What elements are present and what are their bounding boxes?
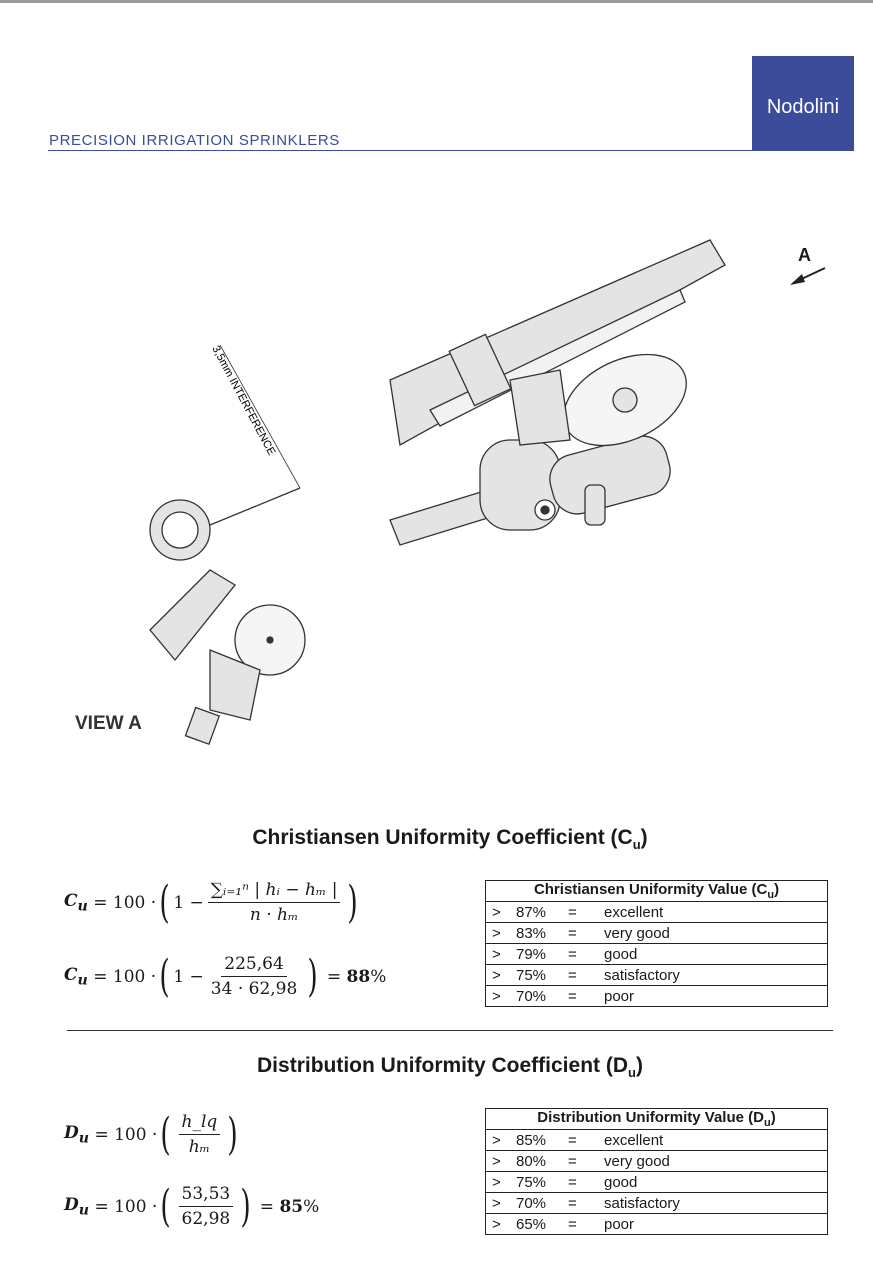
header-divider <box>48 150 752 151</box>
rating-cell: >70%=poor <box>485 985 828 1007</box>
rating-cell: >85%=excellent <box>485 1129 828 1151</box>
table-row: >87%=excellent <box>485 901 828 923</box>
top-border <box>0 0 873 3</box>
table-row: >85%=excellent <box>485 1129 828 1151</box>
du-table-header: Distribution Uniformity Value (Du) <box>485 1108 828 1130</box>
table-row: >83%=very good <box>485 922 828 944</box>
table-row: >79%=good <box>485 943 828 965</box>
view-label: VIEW A <box>75 713 142 734</box>
table-row: >75%=good <box>485 1171 828 1193</box>
rating-cell: >75%=satisfactory <box>485 964 828 986</box>
cu-section-title: Christiansen Uniformity Coefficient (Cu) <box>252 826 648 853</box>
table-row: >80%=very good <box>485 1150 828 1172</box>
cu-value-table: Christiansen Uniformity Value (Cu) >87%=… <box>485 880 828 1007</box>
table-row: >65%=poor <box>485 1213 828 1235</box>
rating-cell: >75%=good <box>485 1171 828 1193</box>
rating-cell: >65%=poor <box>485 1213 828 1235</box>
du-section-title: Distribution Uniformity Coefficient (Du) <box>257 1054 643 1081</box>
table-row: >75%=satisfactory <box>485 964 828 986</box>
rating-cell: >79%=good <box>485 943 828 965</box>
section-divider <box>67 1030 833 1031</box>
rating-cell: >83%=very good <box>485 922 828 944</box>
du-value-table: Distribution Uniformity Value (Du) >85%=… <box>485 1108 828 1235</box>
cu-general-formula: Cu = 100 · (1 − ∑ᵢ₌₁ⁿ | hᵢ − hₘ |n · hₘ … <box>64 876 359 928</box>
dimension-note: 3,5mm INTERFERENCE <box>209 344 277 458</box>
rating-cell: >87%=excellent <box>485 901 828 923</box>
view-arrow-label: A <box>798 245 811 265</box>
rating-cell: >80%=very good <box>485 1150 828 1172</box>
brand-logo: Nodolini <box>752 56 854 151</box>
rating-cell: >70%=satisfactory <box>485 1192 828 1214</box>
header-subtitle: PRECISION IRRIGATION SPRINKLERS <box>49 132 340 149</box>
table-row: >70%=poor <box>485 985 828 1007</box>
table-row: >70%=satisfactory <box>485 1192 828 1214</box>
cu-table-header: Christiansen Uniformity Value (Cu) <box>485 880 828 902</box>
sprinkler-technical-drawing: 3,5mm INTERFERENCE <box>149 239 826 746</box>
